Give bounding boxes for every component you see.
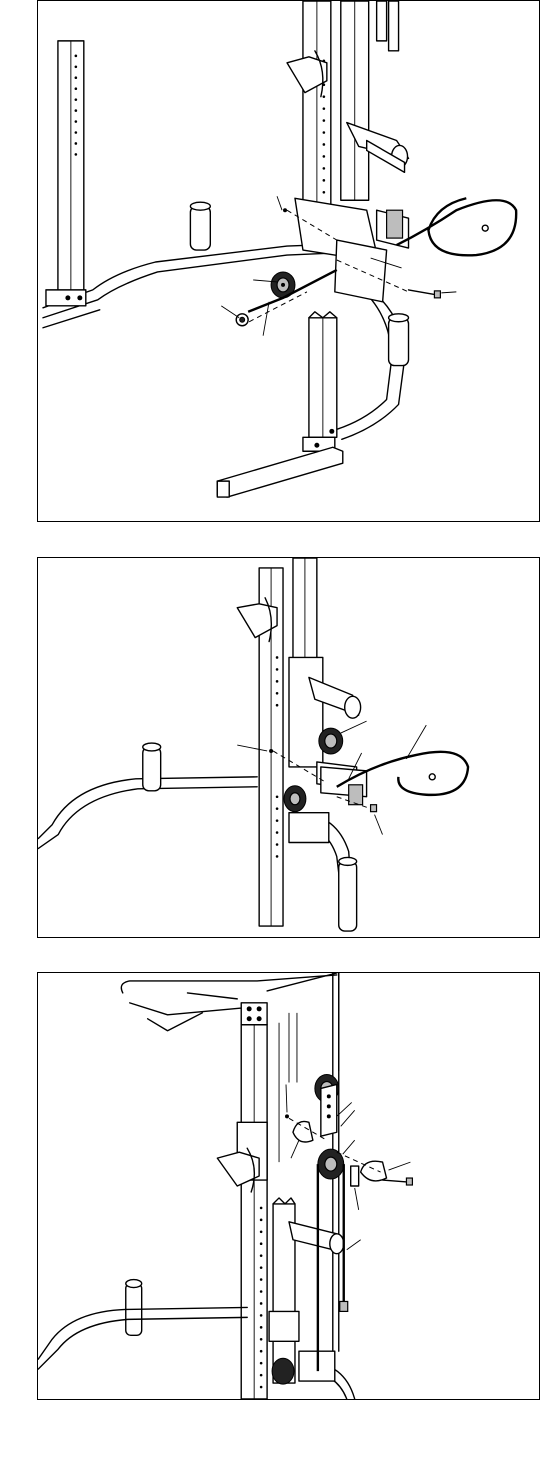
center-upright bbox=[237, 558, 323, 926]
weight-horn-right bbox=[289, 1222, 344, 1254]
figure-2-drawing bbox=[38, 558, 539, 937]
covers-and-bolt bbox=[285, 1114, 412, 1185]
top-frame bbox=[121, 973, 336, 1031]
base-frame bbox=[38, 777, 356, 931]
callout-lines bbox=[286, 1084, 410, 1249]
weight-horn bbox=[143, 743, 161, 791]
center-upright bbox=[287, 1, 399, 218]
figure-1-drawing bbox=[38, 1, 539, 521]
center-upright bbox=[217, 1025, 267, 1399]
weight-horn bbox=[190, 202, 210, 250]
assembly-figure-3 bbox=[37, 972, 540, 1400]
assembly-figure-2 bbox=[37, 557, 540, 938]
pulley-bracket bbox=[284, 762, 367, 843]
pulley-bracket bbox=[295, 198, 409, 302]
top-pulley bbox=[315, 1075, 339, 1137]
pulley-upper bbox=[319, 728, 343, 754]
left-upright bbox=[58, 41, 84, 298]
weight-horn bbox=[126, 1280, 142, 1336]
figure-3-drawing bbox=[38, 973, 539, 1399]
assembly-figure-1 bbox=[37, 0, 540, 522]
front-upright bbox=[217, 312, 342, 497]
